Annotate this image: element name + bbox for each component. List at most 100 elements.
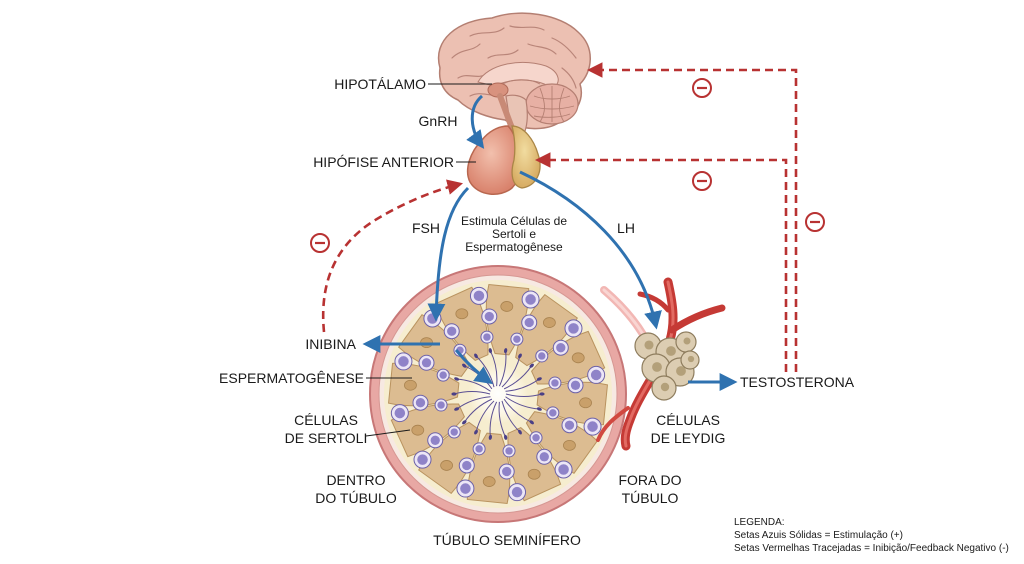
cerebellum [525, 83, 579, 125]
sertoli-nucleus [482, 476, 496, 487]
labels: HIPOTÁLAMO GnRH HIPÓFISE ANTERIOR FSH LH… [219, 76, 855, 548]
sperm-head [536, 407, 542, 411]
sperm-tail [505, 393, 543, 397]
sperm-tail [498, 350, 507, 387]
leydig-line-1: CÉLULAS [656, 412, 720, 428]
sertoli-nucleus [411, 424, 425, 436]
sertoli-line-2: DE SERTOLI [285, 430, 368, 446]
sperm-tail [475, 400, 495, 433]
germ-cell-nucleus [502, 466, 512, 477]
label-hypothalamus: HIPOTÁLAMO [334, 76, 426, 92]
sperm-tail [453, 391, 491, 395]
legend: LEGENDA: Setas Azuis Sólidas = Estimulaç… [734, 517, 1009, 554]
inhibition-symbols [310, 78, 825, 253]
sperm-head [474, 429, 478, 435]
fsh-note-line-3: Espermatogênese [465, 240, 563, 254]
sperm-tail [501, 355, 521, 388]
sperm-tail [505, 378, 540, 392]
leydig-cell-cluster [634, 331, 700, 401]
lh-arrow [519, 170, 662, 330]
germ-cell-nucleus [394, 407, 406, 419]
sperm-tail [456, 396, 491, 410]
sperm-head [529, 363, 534, 368]
sperm-tails [451, 348, 545, 440]
germ-cell-nucleus [450, 428, 458, 436]
sperm-head [539, 392, 545, 396]
legend-title: LEGENDA: [734, 517, 785, 528]
label-gnrh: GnRH [419, 113, 458, 129]
fsh-note: Estimula Células de Sertoli e Espermatog… [461, 214, 567, 254]
leydig-line-2: DE LEYDIG [651, 430, 726, 446]
testosterone-to-pituitary [534, 152, 788, 372]
sperm-head [518, 353, 522, 359]
label-inside-tubule: DENTRO DO TÚBULO [315, 472, 397, 506]
germ-cell-nucleus [525, 294, 536, 305]
sperm-head [488, 434, 492, 440]
leydig-nucleus [683, 337, 691, 345]
sertoli-nucleus [542, 317, 556, 328]
germ-cell-nucleus [415, 398, 426, 408]
germ-cell-nucleus [462, 460, 472, 471]
tubule-cells [388, 284, 608, 504]
sertoli-nucleus [527, 468, 541, 480]
sperm-head [451, 392, 457, 396]
label-lh: LH [617, 220, 635, 236]
inhibition-symbol-pituitary [692, 171, 712, 191]
sperm-tail [489, 350, 498, 387]
fsh-note-line-2: Sertoli e [492, 227, 536, 241]
sperm-head [529, 420, 534, 425]
sertoli-line-1: CÉLULAS [294, 412, 358, 428]
sertoli-nucleus [440, 460, 454, 471]
label-spermatogenesis: ESPERMATOGÊNESE [219, 370, 364, 386]
germ-cell-nucleus [437, 401, 445, 409]
sperm-tail [501, 400, 521, 433]
sertoli-nucleus [500, 301, 514, 312]
sperm-head [454, 407, 460, 411]
gnrh-arrow [466, 94, 485, 149]
sertoli-nucleus [455, 308, 469, 320]
germ-cell-nucleus [568, 323, 579, 334]
sertoli-nucleus [404, 379, 417, 391]
germ-cell-nucleus [558, 464, 569, 475]
leydig-nucleus [644, 340, 654, 350]
germ-cell-nucleus [439, 371, 447, 379]
label-testosterone: TESTOSTERONA [740, 374, 855, 390]
label-seminiferous-tubule: TÚBULO SEMINÍFERO [433, 532, 581, 548]
sperm-head [454, 377, 460, 381]
sperm-head [474, 353, 478, 359]
inhibition-symbol-right [805, 212, 825, 232]
interstitial-tissue [596, 277, 726, 451]
inhibition-symbol-inhibin [310, 233, 330, 253]
germ-cell-nucleus [417, 454, 428, 465]
leydig-nucleus [687, 355, 695, 363]
germ-cell-nucleus [460, 483, 471, 494]
leader-lines [365, 83, 492, 437]
lumen-arrow [454, 349, 493, 385]
inhibin-to-pituitary [321, 179, 464, 333]
germ-cell-nucleus [511, 486, 523, 498]
sertoli-nucleus [579, 397, 592, 409]
sperm-tail [503, 398, 532, 423]
sperm-head [504, 348, 508, 354]
germ-cell-nucleus [421, 358, 432, 368]
sperm-tail [503, 365, 533, 390]
leydig-nucleus [676, 366, 686, 376]
sperm-head [462, 363, 467, 368]
sperm-head [518, 429, 522, 435]
sperm-tail [505, 396, 540, 410]
germ-cell-nucleus [505, 447, 513, 455]
germ-cell-nucleus [398, 356, 409, 367]
germ-cell-nucleus [549, 409, 557, 417]
germ-cell-nucleus [513, 335, 521, 343]
label-sertoli-cells: CÉLULAS DE SERTOLI [285, 412, 368, 446]
germ-cell-nucleus [524, 317, 534, 328]
germ-cell-nucleus [590, 369, 602, 381]
outside-line-2: TÚBULO [622, 490, 679, 506]
pituitary-gland [466, 93, 541, 195]
sperm-head [488, 348, 492, 354]
germ-cell-nucleus [484, 311, 494, 322]
fsh-note-line-1: Estimula Células de [461, 214, 567, 228]
germ-cell-nucleus [539, 452, 549, 462]
